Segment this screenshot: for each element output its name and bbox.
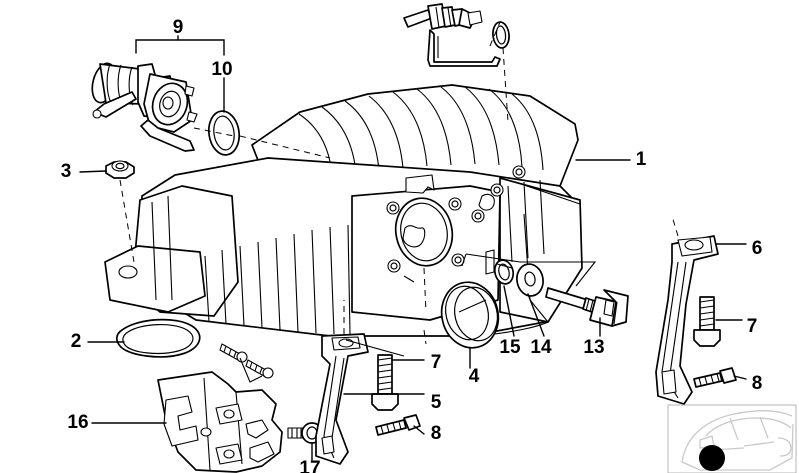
- idle-valve-sensor: [403, 3, 501, 67]
- bracket-studs: [219, 343, 274, 383]
- flange-nut: [105, 160, 135, 179]
- large-sealing-ring: [440, 281, 500, 349]
- hex-bolt-right: [693, 296, 721, 347]
- location-marker-dot: [699, 445, 725, 471]
- support-bracket-right: [655, 235, 719, 405]
- throttle-o-ring: [207, 110, 241, 156]
- leader-lines: [79, 35, 747, 461]
- assembly-guide-lines: [119, 21, 679, 357]
- oval-gasket: [116, 318, 201, 358]
- mounting-bracket: [157, 371, 283, 473]
- vehicle-location-inset: [667, 404, 797, 473]
- temperature-sensor: [545, 287, 629, 327]
- washer: [516, 263, 544, 297]
- support-bracket-left: [315, 333, 369, 465]
- grommet-ring: [493, 259, 515, 285]
- small-bolt-right: [693, 367, 737, 388]
- hex-bolt-left: [371, 354, 399, 411]
- throttle-actuator-assembly: [91, 62, 198, 152]
- small-bolt-left: [375, 414, 421, 436]
